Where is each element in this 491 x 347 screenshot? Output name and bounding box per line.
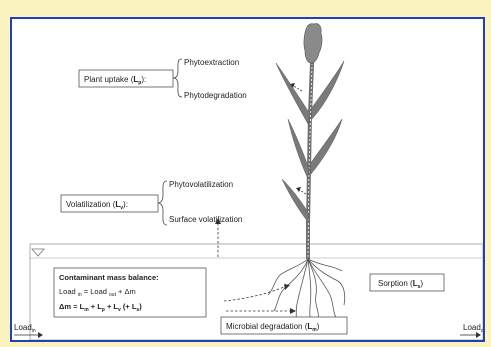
phytodegradation-label: Phytodegradation xyxy=(184,91,247,100)
phytovolatilization-label: Phytovolatilization xyxy=(169,180,233,189)
phytoextraction-label: Phytoextraction xyxy=(184,58,239,67)
plant-uptake-brace xyxy=(173,59,182,97)
flower-spike xyxy=(304,24,322,63)
leaf-lower-left xyxy=(282,179,309,222)
plant-stem xyxy=(308,39,313,259)
surface-volatilization-label: Surface volatilization xyxy=(169,215,242,224)
volatilization-brace xyxy=(158,181,167,225)
leaf-middle-right xyxy=(310,119,342,174)
volatilization-leaf-arrowhead xyxy=(296,187,301,192)
leaf-middle-left xyxy=(288,119,309,179)
diagram-frame: Plant uptake (Lp): Phytoextraction Phyto… xyxy=(10,17,485,342)
leaf-upper-left xyxy=(276,63,310,124)
mass-balance-title: Contaminant mass balance: xyxy=(59,273,159,282)
phytoremediation-diagram: Plant uptake (Lp): Phytoextraction Phyto… xyxy=(12,19,483,340)
leaf-upper-right xyxy=(311,61,344,119)
